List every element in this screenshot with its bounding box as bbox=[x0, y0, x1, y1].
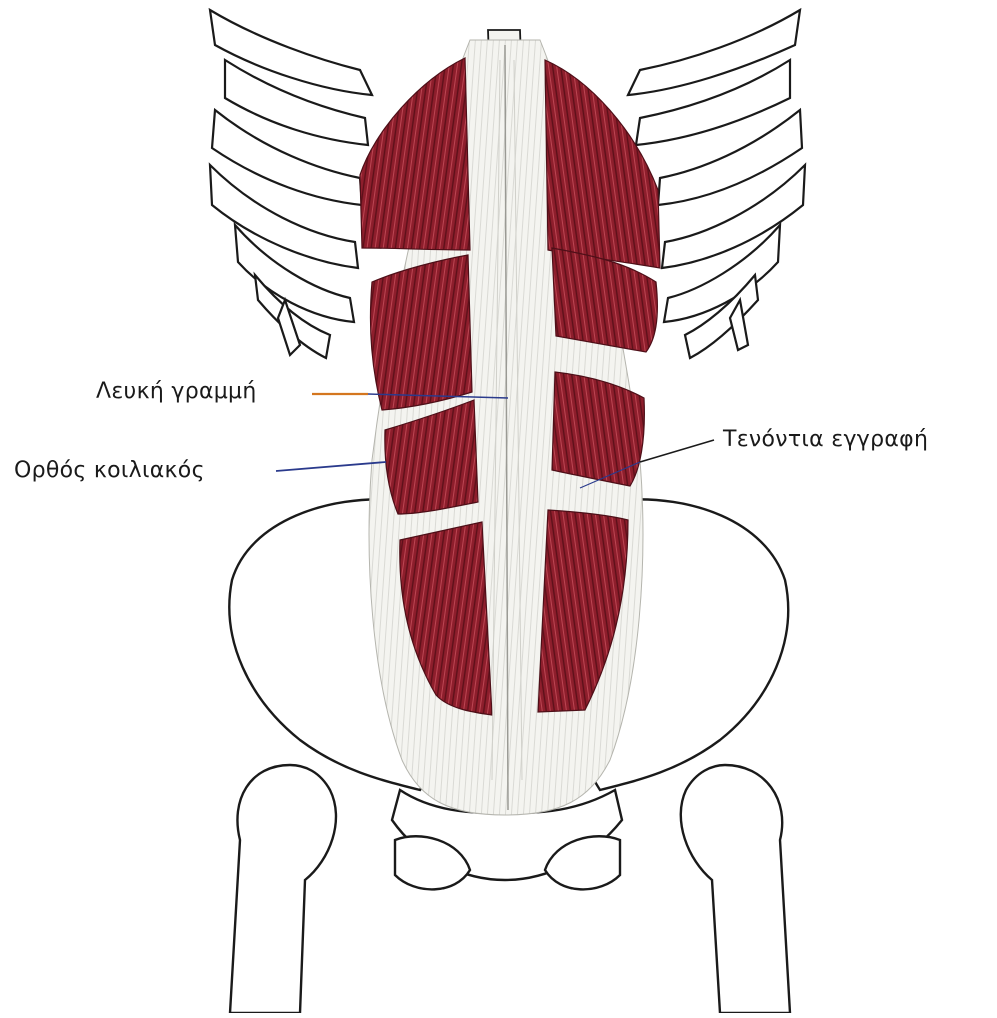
label-tendinous-intersection: Τενόντια εγγραφή bbox=[723, 427, 928, 452]
leader-line-tendinous bbox=[640, 440, 714, 462]
leader-line-rectus bbox=[276, 462, 386, 471]
label-linea-alba: Λευκή γραμμή bbox=[96, 379, 257, 404]
label-rectus-abdominis: Ορθός κοιλιακός bbox=[14, 458, 205, 483]
left-ribs bbox=[210, 10, 372, 358]
